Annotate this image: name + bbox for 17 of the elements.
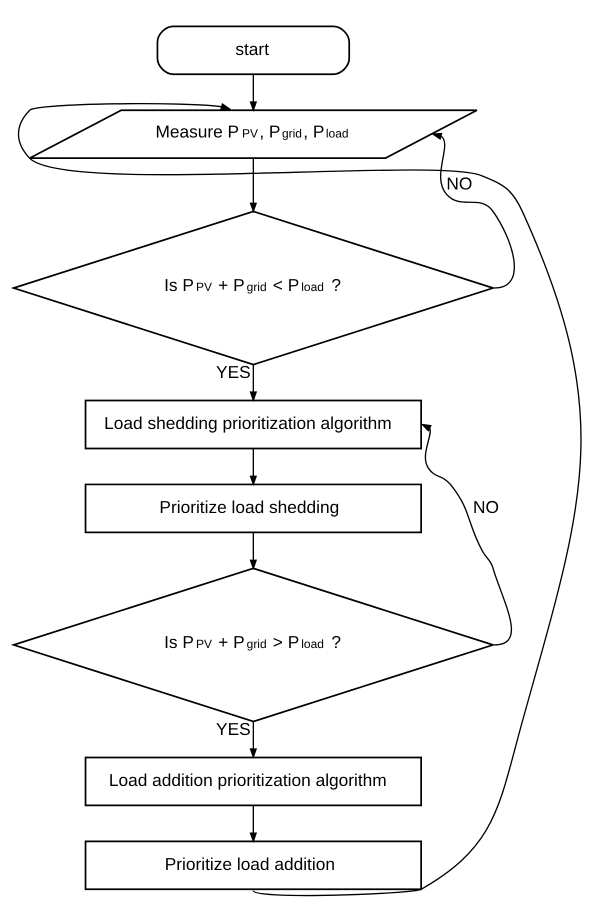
arrow [250, 364, 258, 402]
node-box: Prioritize load shedding [84, 483, 422, 533]
node-box: Prioritize load addition [84, 840, 422, 890]
arrow [250, 74, 258, 112]
arrow [250, 532, 258, 570]
node-box: Load shedding prioritization algorithm [84, 399, 422, 449]
arrow [250, 805, 258, 843]
arrow [250, 448, 258, 486]
node-box: Load addition prioritization algorithm [84, 756, 422, 806]
arrow [431, 132, 515, 288]
arrow [18, 102, 582, 896]
edge-label: NO [473, 496, 500, 516]
node-box: start [156, 24, 350, 75]
arrow [420, 423, 512, 646]
arrow [250, 721, 258, 759]
edge-label: NO [446, 172, 472, 193]
arrow [250, 158, 258, 213]
